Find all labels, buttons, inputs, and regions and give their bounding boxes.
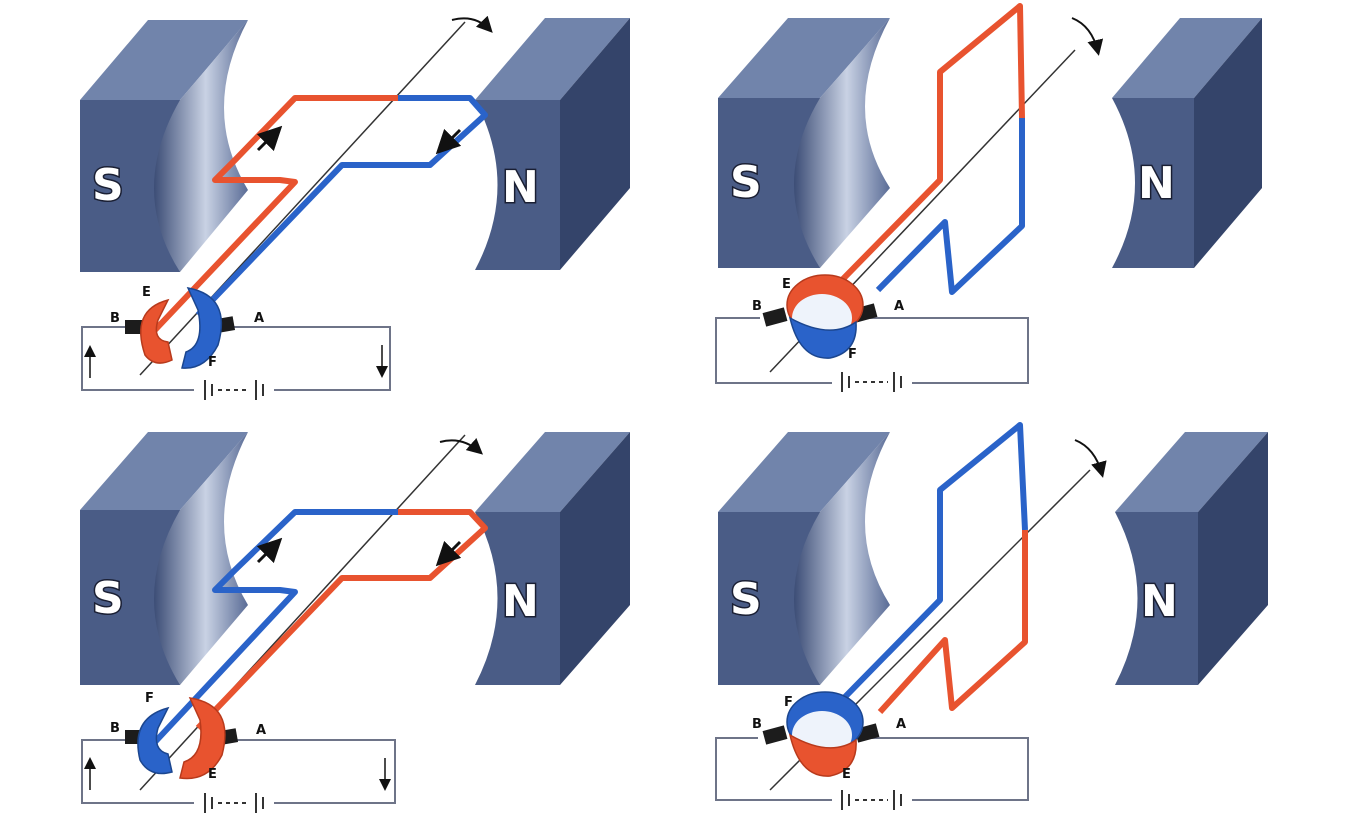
label-e: E (142, 285, 151, 300)
label-f: F (784, 695, 793, 710)
label-b: B (110, 721, 120, 736)
magnet-pole-face (154, 432, 248, 685)
magnet-front-face (718, 512, 820, 685)
panel-top-right: S N E F B A (715, 3, 1262, 392)
coil-wire-red (195, 509, 488, 731)
magnet-pole-letter: N (1138, 158, 1175, 209)
label-e: E (782, 277, 791, 292)
magnet-pole-letter: S (730, 157, 762, 208)
commutator-segment-e (179, 697, 226, 780)
label-b: B (752, 717, 762, 732)
magnet-north: N (1115, 432, 1268, 685)
coil-wire-blue (875, 118, 1025, 295)
magnet-pole-letter: N (502, 162, 539, 213)
label-b: B (110, 311, 120, 326)
commutator-segment-e (140, 298, 173, 364)
magnet-front-face (475, 100, 560, 270)
magnet-pole-letter: N (1141, 576, 1178, 627)
battery-icon (832, 372, 912, 392)
external-circuit (715, 737, 1029, 801)
magnet-north: N (1112, 18, 1262, 268)
label-a: A (256, 723, 266, 738)
magnet-front-face (1112, 98, 1194, 268)
magnet-front-face (80, 100, 180, 272)
magnet-south: S (80, 432, 248, 685)
magnet-top-face (80, 20, 248, 100)
magnet-pole-face (794, 18, 890, 268)
coil-wire-blue (195, 95, 488, 318)
rotation-arrow-icon (439, 438, 483, 455)
label-a: A (894, 299, 904, 314)
current-arrow-icon (256, 125, 283, 152)
magnet-front-face (1115, 512, 1198, 685)
coil-wire-red (877, 530, 1028, 715)
magnet-top-face (718, 18, 890, 98)
label-f: F (208, 355, 217, 370)
brush-b (762, 307, 788, 327)
magnet-top-face (1112, 18, 1262, 98)
battery-icon (194, 793, 274, 813)
magnet-top-face (718, 432, 890, 512)
coil-wire-blue (152, 509, 398, 745)
external-circuit (81, 739, 396, 804)
commutator-segment-e (788, 733, 857, 777)
magnet-top-face (80, 432, 248, 510)
coil-wire-red (152, 95, 398, 333)
magnet-north: N (475, 18, 630, 270)
magnet-side-face (1198, 432, 1268, 685)
magnet-pole-letter: N (502, 576, 539, 627)
rotation-arrow-icon (451, 15, 493, 33)
magnet-side-face (560, 432, 630, 685)
rotation-arrow-icon (1074, 439, 1107, 478)
panel-bottom-right: S N F E B A (715, 422, 1268, 810)
external-circuit (715, 317, 1029, 384)
magnet-pole-letter: S (730, 574, 762, 625)
magnet-pole-face (794, 432, 890, 685)
magnet-north: N (475, 432, 630, 685)
panel-top-left: S N E F (80, 15, 630, 400)
label-a: A (254, 311, 264, 326)
commutator-segment-f (181, 287, 223, 369)
axle (139, 21, 466, 376)
magnet-top-face (475, 432, 630, 512)
commutator-segment-f (137, 706, 173, 775)
magnet-pole-letter: S (92, 573, 124, 624)
magnet-south: S (718, 432, 890, 685)
label-b: B (752, 299, 762, 314)
label-f: F (848, 347, 857, 362)
battery-icon (832, 790, 912, 810)
label-f: F (145, 691, 154, 706)
magnet-south: S (80, 20, 248, 272)
magnet-top-face (1115, 432, 1268, 512)
battery-icon (194, 380, 274, 400)
magnet-front-face (718, 98, 820, 268)
magnet-pole-face (154, 20, 248, 272)
magnet-top-face (475, 18, 630, 100)
coil-wire-red (839, 3, 1025, 283)
brush-b (762, 725, 788, 745)
coil-wire-blue (839, 422, 1028, 703)
label-e: E (842, 767, 851, 782)
magnet-front-face (475, 512, 560, 685)
magnet-front-face (80, 510, 180, 685)
external-circuit (81, 326, 391, 391)
panel-bottom-left: S N F E B A (80, 432, 630, 813)
label-e: E (208, 767, 217, 782)
magnet-pole-letter: S (92, 160, 124, 211)
rotation-arrow-icon (1071, 17, 1104, 56)
commutator-segment-f (788, 316, 857, 359)
magnet-side-face (560, 18, 630, 270)
axle (139, 434, 466, 791)
current-arrow-icon (435, 540, 462, 567)
magnet-south: S (718, 18, 890, 268)
magnet-side-face (1194, 18, 1262, 268)
current-arrow-icon (435, 128, 462, 155)
label-a: A (896, 717, 906, 732)
current-arrow-icon (256, 537, 283, 564)
